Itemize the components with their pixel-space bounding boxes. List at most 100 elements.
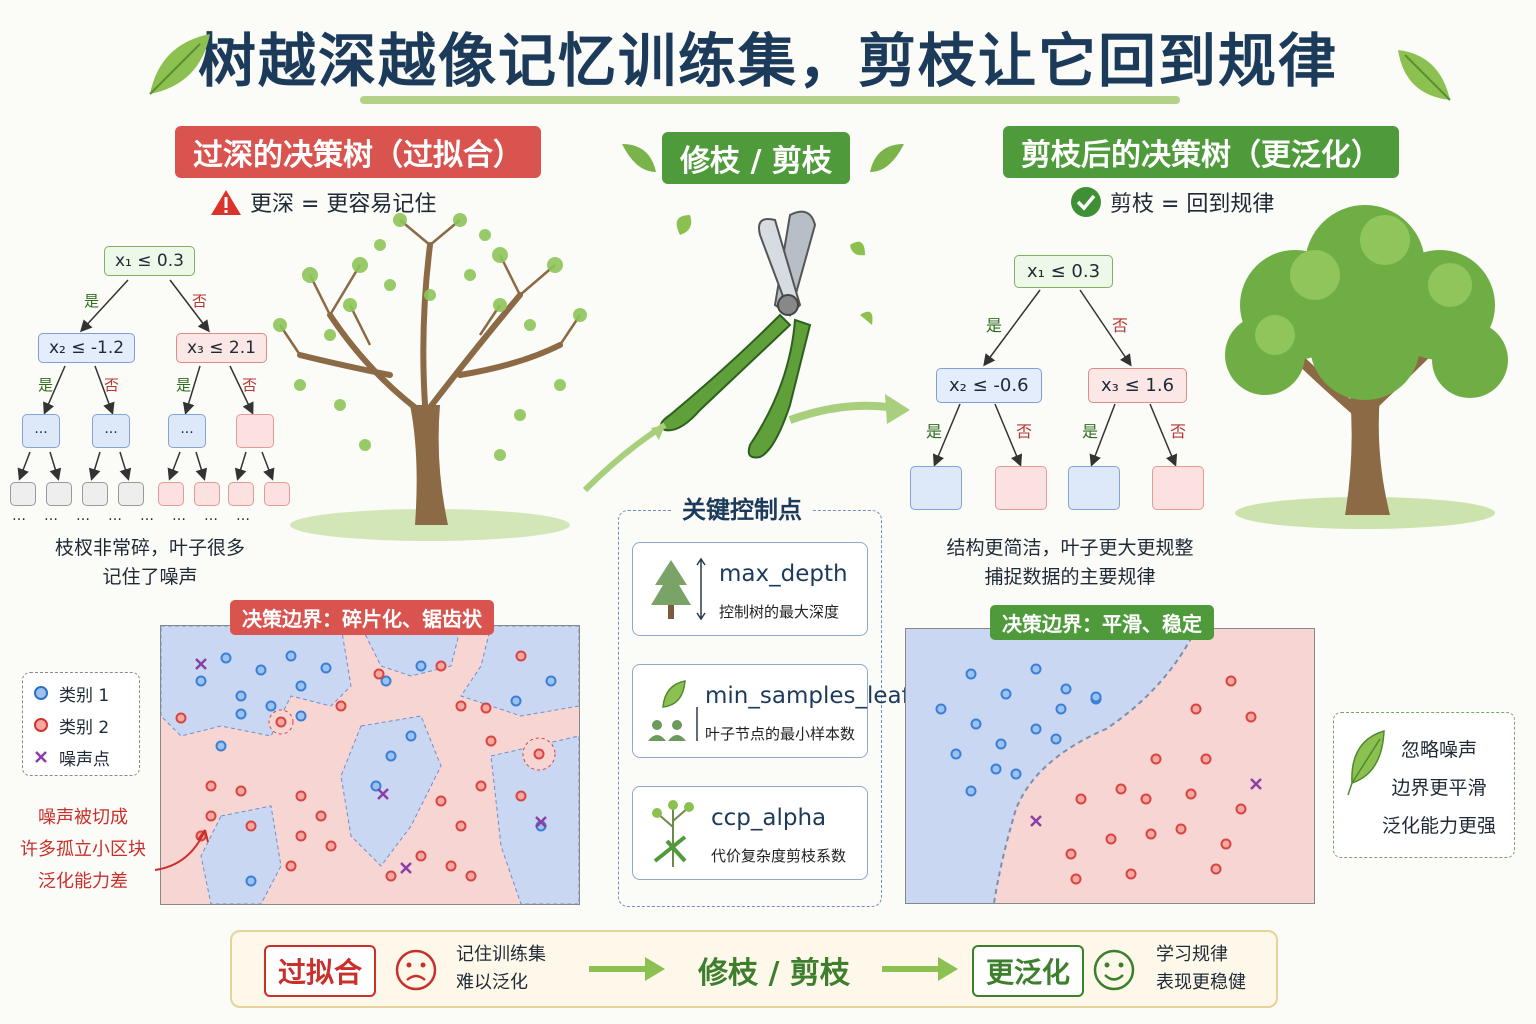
point-class2 bbox=[315, 810, 327, 822]
point-class1 bbox=[220, 652, 232, 664]
edge-label-yes: 是 bbox=[986, 316, 1003, 335]
left-caption-line1: 枝杈非常碎，叶子很多 bbox=[54, 537, 245, 559]
control-name: min_samples_leaf bbox=[705, 683, 910, 709]
point-noise bbox=[377, 788, 389, 800]
point-class2 bbox=[1125, 868, 1137, 880]
point-class2 bbox=[1065, 848, 1077, 860]
point-class2 bbox=[455, 820, 467, 832]
smooth-regions bbox=[906, 629, 1197, 903]
edge-label-no: 否 bbox=[104, 376, 120, 394]
point-class1 bbox=[235, 708, 247, 720]
edge-label-no: 否 bbox=[1170, 422, 1187, 441]
right-boundary-plot bbox=[905, 628, 1315, 904]
point-class1 bbox=[215, 740, 227, 752]
point-class2 bbox=[1140, 793, 1152, 805]
point-class2 bbox=[1150, 753, 1162, 765]
edge-label-yes: 是 bbox=[926, 422, 943, 441]
point-class1 bbox=[935, 703, 947, 715]
point-class2 bbox=[1190, 703, 1202, 715]
point-class2 bbox=[175, 712, 187, 724]
edge-label-no: 否 bbox=[242, 376, 258, 394]
point-class2 bbox=[295, 830, 307, 842]
healthy-tree-illustration bbox=[1225, 205, 1508, 529]
leaf-node bbox=[910, 466, 962, 510]
right-subtitle-text: 剪枝 = 回到规律 bbox=[1110, 192, 1275, 217]
point-noise bbox=[195, 658, 207, 670]
point-class1 bbox=[1090, 691, 1102, 703]
leaf-node bbox=[995, 466, 1047, 510]
warning-icon bbox=[211, 190, 241, 215]
point-class1 bbox=[995, 738, 1007, 750]
point-class2 bbox=[475, 780, 487, 792]
right-root-node: x₁ ≤ 0.3 bbox=[1014, 255, 1114, 288]
point-noise bbox=[1030, 815, 1042, 827]
left-caption: 枝杈非常碎，叶子很多 记住了噪声 bbox=[30, 534, 270, 592]
point-class1 bbox=[380, 675, 392, 687]
point-class1 bbox=[255, 664, 267, 676]
point-class1 bbox=[295, 680, 307, 692]
leaf-node bbox=[158, 482, 184, 506]
edge-label-yes: 是 bbox=[84, 292, 100, 310]
point-class1 bbox=[295, 710, 307, 722]
arrow-right-icon bbox=[589, 957, 665, 981]
point-class2 bbox=[373, 668, 385, 680]
point-class2 bbox=[1220, 838, 1232, 850]
point-class2 bbox=[533, 748, 545, 760]
note-arrow-icon bbox=[154, 829, 209, 871]
tree-depth-icon bbox=[651, 557, 706, 621]
left-subtree-leaf bbox=[236, 414, 274, 448]
right-caption: 结构更简洁，叶子更大更规整 捕捉数据的主要规律 bbox=[920, 534, 1220, 592]
right-scatter-points bbox=[935, 663, 1262, 885]
left-root-node: x₁ ≤ 0.3 bbox=[104, 246, 195, 276]
left-subtree-leaf: ... bbox=[168, 414, 206, 448]
smile-face-icon bbox=[1093, 949, 1135, 991]
cross-icon bbox=[35, 751, 47, 763]
right-boundary-tag: 决策边界：平滑、稳定 bbox=[990, 605, 1214, 640]
edge-label-yes: 是 bbox=[1082, 422, 1099, 441]
point-class1 bbox=[195, 675, 207, 687]
point-class2 bbox=[1225, 675, 1237, 687]
point-class2 bbox=[205, 780, 217, 792]
point-class1 bbox=[965, 785, 977, 797]
point-class2 bbox=[285, 860, 297, 872]
point-class1 bbox=[235, 690, 247, 702]
control-card-max-depth: max_depth 控制树的最大深度 bbox=[632, 542, 868, 636]
generalize-stamp: 更泛化 bbox=[972, 945, 1085, 997]
point-class2 bbox=[415, 850, 427, 862]
point-class2 bbox=[485, 735, 497, 747]
control-desc: 叶子节点的最小样本数 bbox=[705, 725, 856, 743]
point-class1 bbox=[1010, 768, 1022, 780]
point-class2 bbox=[245, 820, 257, 832]
general-desc: 学习规律表现更稳健 bbox=[1156, 944, 1246, 993]
page-title: 树越深越像记忆训练集，剪枝让它回到规律 bbox=[197, 27, 1338, 95]
control-card-min-samples-leaf: min_samples_leaf 叶子节点的最小样本数 bbox=[632, 664, 910, 758]
leaf-node bbox=[228, 482, 254, 506]
edge-label-no: 否 bbox=[192, 292, 208, 310]
point-class1 bbox=[990, 763, 1002, 775]
control-card-ccp-alpha: ccp_alpha 代价复杂度剪枝系数 bbox=[632, 786, 868, 880]
point-class1 bbox=[245, 875, 257, 887]
check-circle-icon bbox=[1071, 187, 1101, 217]
right-caption-line2: 捕捉数据的主要规律 bbox=[984, 566, 1156, 588]
point-class2 bbox=[1235, 803, 1247, 815]
point-class2 bbox=[275, 716, 287, 728]
left-note: 噪声被切成 许多孤立小区块 泛化能力差 bbox=[20, 807, 146, 892]
point-class2 bbox=[1200, 753, 1212, 765]
right-node-x2: x₂ ≤ -0.6 bbox=[936, 368, 1042, 403]
flow-arrows bbox=[582, 394, 910, 493]
point-class1 bbox=[370, 780, 382, 792]
legend-class2: 类别 2 bbox=[33, 709, 129, 741]
point-class2 bbox=[515, 650, 527, 662]
leaf-node bbox=[82, 482, 108, 506]
prune-banner: 修枝 / 剪枝 bbox=[662, 132, 850, 184]
left-node-x2: x₂ ≤ -1.2 bbox=[38, 333, 136, 363]
point-class2 bbox=[1105, 833, 1117, 845]
point-class2 bbox=[1245, 711, 1257, 723]
point-class1 bbox=[385, 750, 397, 762]
left-boundary-plot bbox=[160, 625, 580, 905]
point-class1 bbox=[1050, 733, 1062, 745]
overfit-banner: 过深的决策树（过拟合） bbox=[175, 126, 541, 178]
right-caption-line1: 结构更简洁，叶子更大更规整 bbox=[946, 537, 1194, 559]
point-class2 bbox=[1070, 873, 1082, 885]
point-class2 bbox=[1175, 823, 1187, 835]
